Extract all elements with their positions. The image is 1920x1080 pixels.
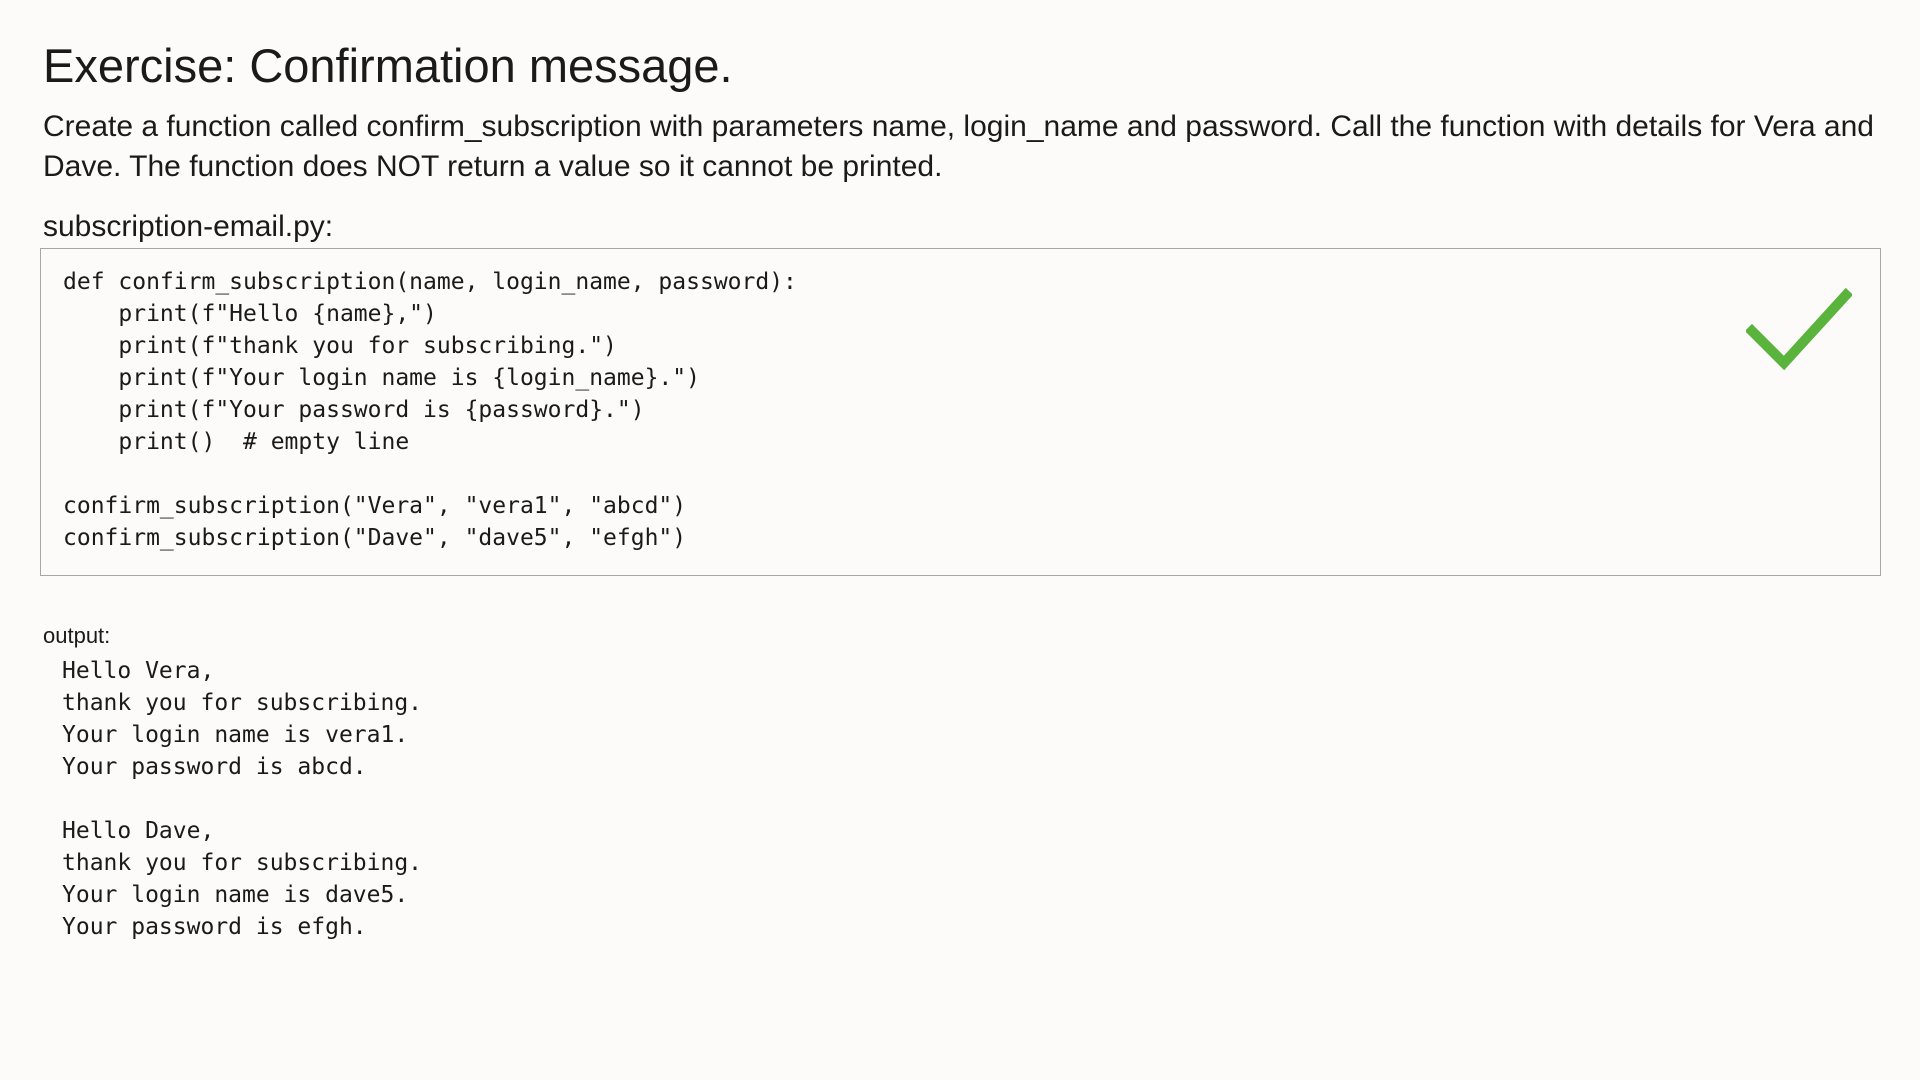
exercise-title: Exercise: Confirmation message.	[43, 39, 733, 92]
output-label: output:	[43, 623, 111, 648]
output-line	[62, 783, 422, 815]
code-line: print(f"Your login name is {login_name}.…	[63, 365, 700, 391]
check-icon	[1746, 287, 1852, 371]
code-block[interactable]: def confirm_subscription(name, login_nam…	[63, 266, 797, 554]
code-line: print(f"Your password is {password}.")	[63, 397, 645, 423]
exercise-description: Create a function called confirm_subscri…	[43, 110, 1874, 183]
code-line	[63, 458, 797, 490]
output-line: thank you for subscribing.	[62, 850, 423, 876]
output-line: Your password is abcd.	[62, 754, 367, 780]
output-line: Hello Dave,	[62, 818, 215, 844]
output-line: Your login name is vera1.	[62, 722, 409, 748]
output-line: Your login name is dave5.	[62, 882, 409, 908]
code-line: print() # empty line	[63, 429, 410, 455]
code-line: print(f"Hello {name},")	[63, 301, 437, 327]
code-line: print(f"thank you for subscribing.")	[63, 333, 617, 359]
code-filename: subscription-email.py:	[43, 210, 334, 243]
code-panel: def confirm_subscription(name, login_nam…	[40, 248, 1881, 576]
output-line: Your password is efgh.	[62, 914, 367, 940]
output-block: Hello Vera, thank you for subscribing. You…	[62, 655, 422, 943]
code-line: confirm_subscription("Vera", "vera1", "a…	[63, 493, 687, 519]
output-line: thank you for subscribing.	[62, 690, 423, 716]
code-line: confirm_subscription("Dave", "dave5", "e…	[63, 525, 687, 551]
code-line: def confirm_subscription(name, login_nam…	[63, 269, 797, 295]
output-line: Hello Vera,	[62, 658, 215, 684]
